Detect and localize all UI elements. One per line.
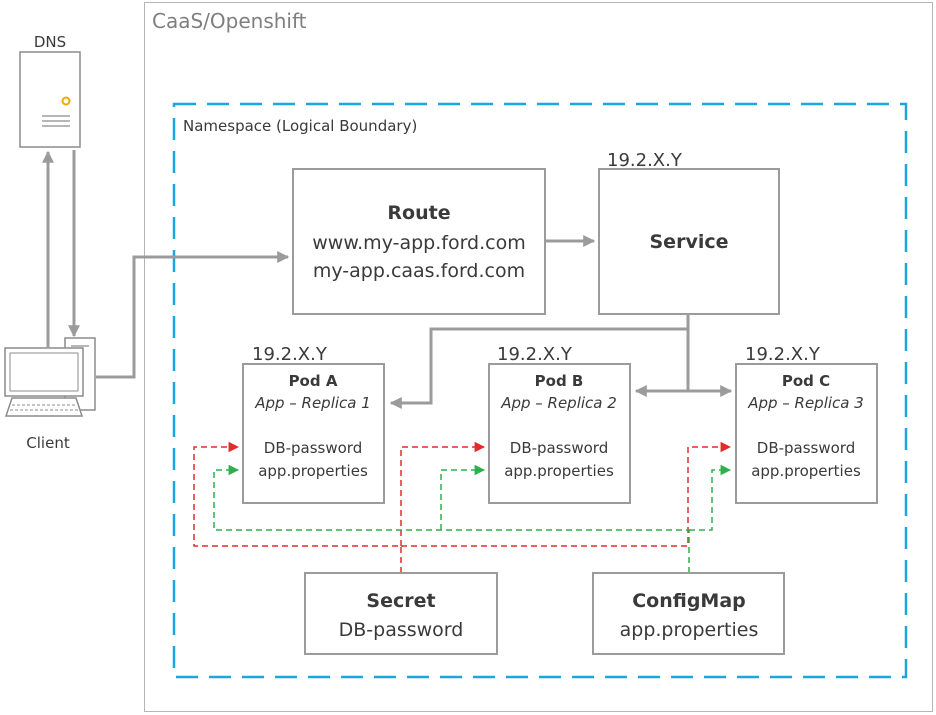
namespace-boundary xyxy=(172,102,908,679)
client-label: Client xyxy=(26,434,70,452)
secret-value: DB-password xyxy=(339,619,464,641)
pod-b-box xyxy=(488,363,631,504)
pod-a-ip: 19.2.X.Y xyxy=(252,344,328,365)
configmap-box xyxy=(592,572,785,655)
computer-icon xyxy=(4,337,96,417)
secret-to-pods-links xyxy=(193,441,732,573)
pod-b-ip: 19.2.X.Y xyxy=(497,344,573,365)
pod-b-secret: DB-password xyxy=(510,439,608,457)
configmap-to-pods-links xyxy=(213,464,732,573)
client-to-route-arrow xyxy=(96,251,290,379)
service-title: Service xyxy=(650,231,729,253)
pod-a-config: app.properties xyxy=(258,462,368,480)
server-icon xyxy=(19,51,81,148)
secret-box xyxy=(304,572,498,655)
pod-b-replica: App – Replica 2 xyxy=(500,394,617,412)
route-host-2: my-app.caas.ford.com xyxy=(313,260,525,282)
route-title: Route xyxy=(387,202,450,224)
dns-label: DNS xyxy=(34,33,66,51)
pod-c-replica: App – Replica 3 xyxy=(747,394,864,412)
pod-a-box xyxy=(242,363,385,504)
pod-b-config: app.properties xyxy=(504,462,614,480)
pod-c-ip: 19.2.X.Y xyxy=(745,344,821,365)
pod-c-config: app.properties xyxy=(751,462,861,480)
namespace-title: Namespace (Logical Boundary) xyxy=(183,117,417,135)
route-host-1: www.my-app.ford.com xyxy=(312,232,525,254)
pod-c-secret: DB-password xyxy=(757,439,855,457)
pod-a-title: Pod A xyxy=(289,372,338,390)
pod-a-secret: DB-password xyxy=(264,439,362,457)
caas-boundary xyxy=(144,2,933,712)
caas-title: CaaS/Openshift xyxy=(152,9,307,33)
service-ip: 19.2.X.Y xyxy=(607,150,683,171)
configmap-title: ConfigMap xyxy=(632,590,746,612)
pod-b-title: Pod B xyxy=(535,372,584,390)
route-box xyxy=(292,168,546,315)
configmap-value: app.properties xyxy=(620,619,759,641)
service-to-pod-a-arrow xyxy=(389,327,688,409)
secret-title: Secret xyxy=(366,590,435,612)
pod-c-title: Pod C xyxy=(782,372,830,390)
pod-a-replica: App – Replica 1 xyxy=(254,394,371,412)
pod-c-box xyxy=(735,363,878,504)
